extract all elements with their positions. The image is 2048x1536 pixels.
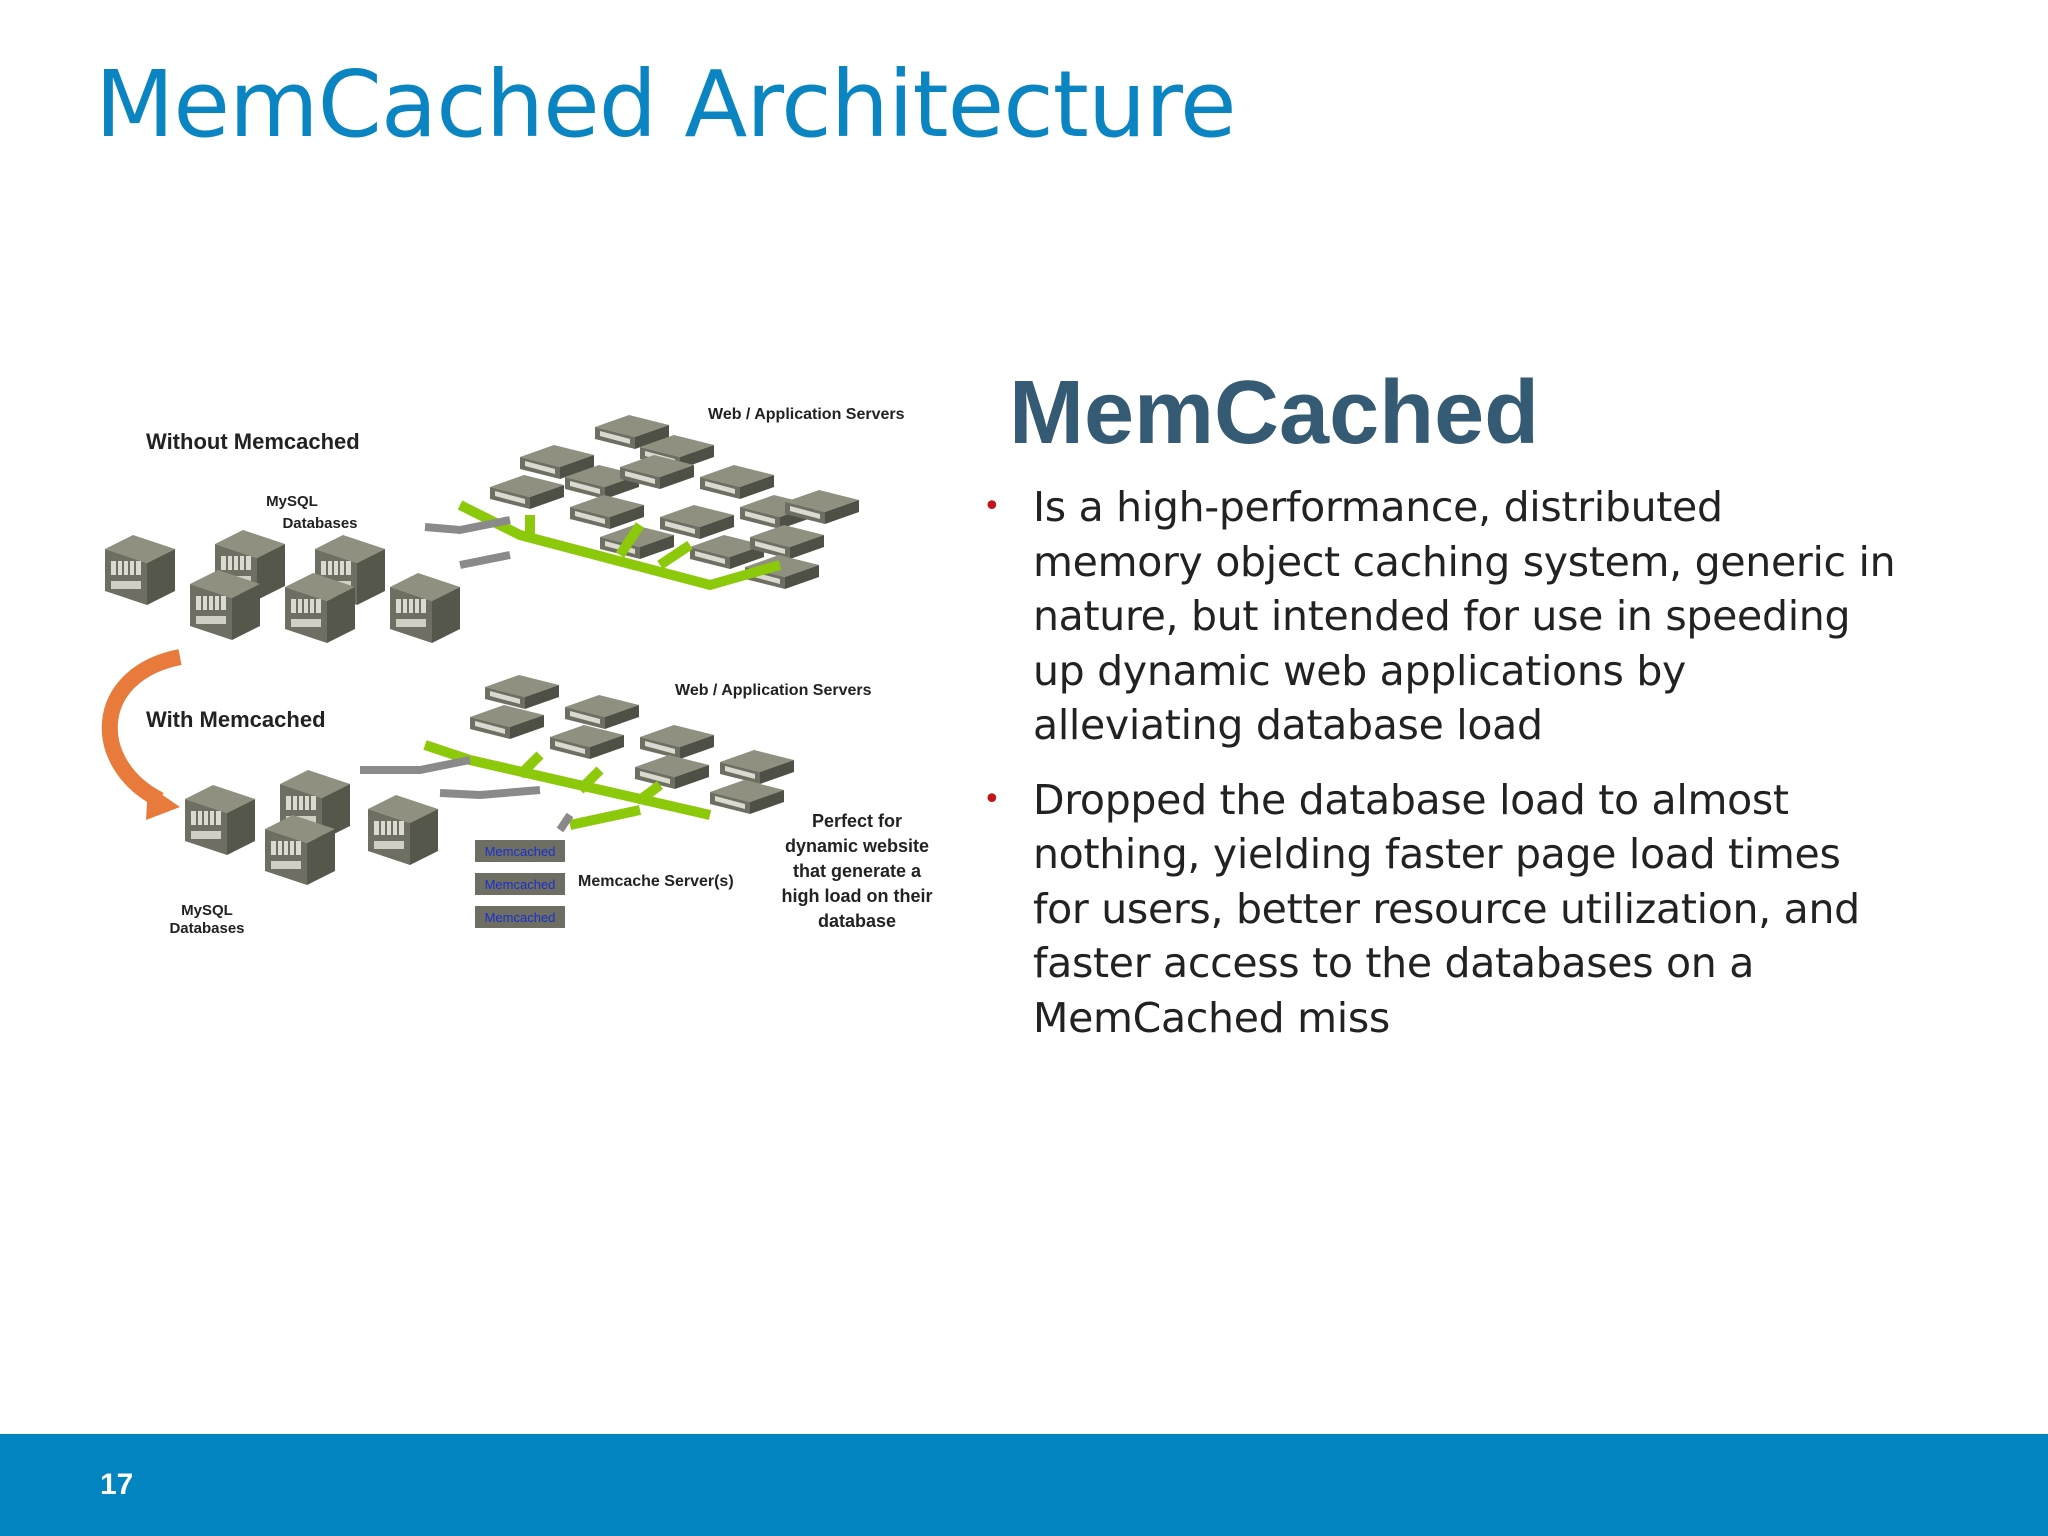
perfect-line-2: dynamic website: [785, 836, 929, 856]
page-number: 17: [100, 1468, 134, 1501]
mysql-databases-bottom: [184, 769, 439, 886]
bullet-item: • Is a high-performance, distributed mem…: [983, 480, 1903, 753]
content-heading: MemCached: [1009, 363, 1540, 463]
memcache-servers-label: Memcache Server(s): [578, 873, 734, 890]
web-servers-label-bottom: Web / Application Servers: [675, 682, 872, 699]
memcached-unit-2: Memcached: [485, 877, 556, 892]
web-servers-label-top: Web / Application Servers: [708, 406, 905, 423]
web-servers-top: [490, 415, 859, 589]
content-panel: MemCached • Is a high-performance, distr…: [983, 368, 1903, 1065]
mysql-label-top: MySQL: [266, 493, 318, 510]
memcached-architecture-diagram: Without Memcached Web / Application Serv…: [101, 406, 933, 937]
bullet-dot-icon: •: [983, 489, 1001, 524]
memcached-unit-3: Memcached: [485, 910, 556, 925]
perfect-for-note: Perfect for dynamic website that generat…: [782, 811, 933, 931]
bullet-dot-icon: •: [983, 781, 1001, 817]
footer-bar: 17: [0, 1434, 2048, 1536]
without-memcached-label: Without Memcached: [146, 429, 360, 454]
gray-arrows-bottom: [360, 756, 574, 833]
bullet-item: • Dropped the database load to almost no…: [983, 773, 1903, 1046]
memcache-servers: Memcached Memcached Memcached: [475, 840, 565, 928]
databases-label-top: Databases: [282, 515, 357, 532]
bullet-text-1: Is a high-performance, distributed memor…: [1033, 483, 1896, 749]
slide-title: MemCached Architecture: [95, 51, 1237, 158]
bullet-list: • Is a high-performance, distributed mem…: [983, 480, 1903, 1045]
transition-arrowhead: [146, 785, 180, 820]
transition-arrow: [101, 649, 182, 808]
gray-arrow-top: [424, 516, 511, 569]
mysql-label-bottom: MySQL: [181, 902, 233, 919]
with-memcached-label: With Memcached: [146, 707, 326, 732]
bullet-text-2: Dropped the database load to almost noth…: [1033, 775, 1860, 1042]
mysql-databases-top: [104, 529, 461, 644]
perfect-line-1: Perfect for: [812, 811, 902, 831]
memcached-unit-1: Memcached: [485, 844, 556, 859]
databases-label-bottom: Databases: [169, 920, 244, 937]
perfect-line-3: that generate a: [793, 861, 922, 881]
perfect-line-4: high load on their: [782, 886, 933, 906]
perfect-line-5: database: [818, 911, 896, 931]
